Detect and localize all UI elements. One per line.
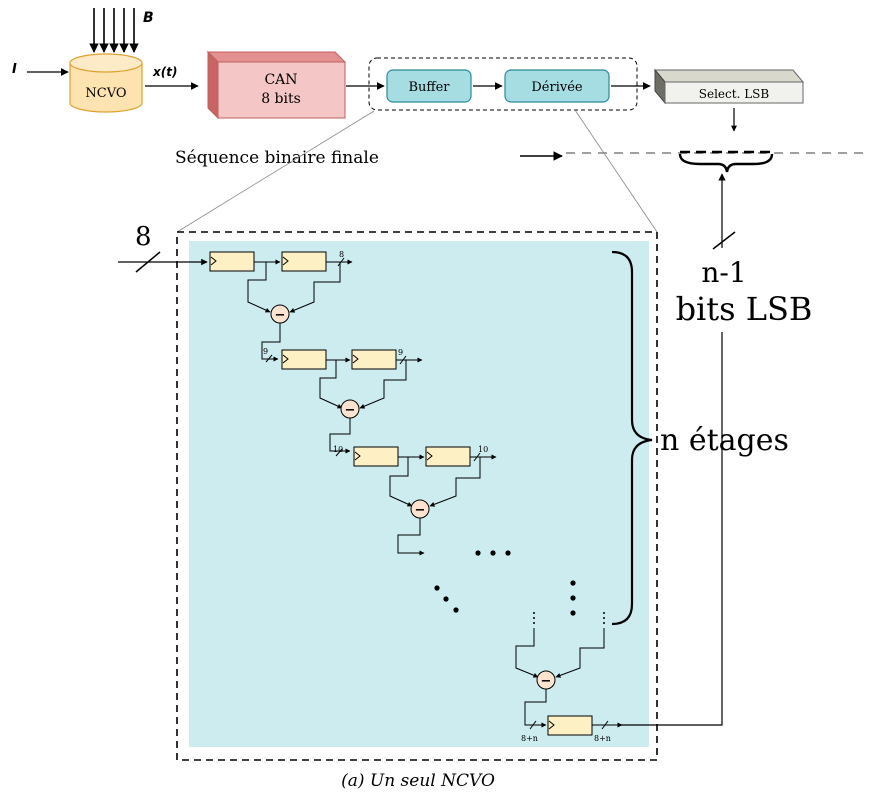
sequence-label: Séquence binaire finale	[175, 148, 379, 168]
label-xt: x(t)	[152, 65, 177, 79]
stages-label: n étages	[660, 423, 789, 458]
stage-3	[335, 446, 497, 556]
can-label-line1: CAN	[264, 72, 297, 88]
final-minus: −	[541, 674, 552, 689]
can-label-line2: 8 bits	[261, 91, 301, 107]
stage3-out-width: 10	[478, 445, 488, 454]
final-out-width: 8+n	[594, 734, 611, 743]
select-lsb-label: Select. LSB	[699, 87, 770, 101]
zoom-line-left	[176, 110, 375, 233]
lsb-output-line	[620, 332, 723, 726]
label-b: B	[143, 10, 154, 26]
stage1-out-width: 8	[339, 250, 344, 259]
detail-frame	[176, 231, 658, 761]
continuation-dots	[434, 550, 605, 624]
zoom-line-right	[574, 109, 658, 233]
buffer-label: Buffer	[408, 80, 450, 95]
processing-group-frame	[368, 57, 638, 111]
input-bus-slash	[135, 251, 161, 273]
lsb-width-label: n-1	[701, 256, 746, 289]
label-i: I	[12, 62, 17, 77]
stage-1	[209, 251, 353, 362]
stage1-minus: −	[275, 308, 286, 323]
final-stage	[515, 628, 623, 736]
noise-arrows	[89, 8, 139, 53]
derivee-label: Dérivée	[531, 80, 583, 95]
sequence-brace	[678, 153, 774, 173]
lsb-bus-slash	[712, 231, 736, 250]
stage3-minus: −	[415, 503, 426, 518]
stage2-in-width: 9	[263, 347, 268, 356]
lsb-bits-label: bits LSB	[676, 290, 813, 328]
buffer-block: Buffer	[386, 69, 472, 103]
input-bits-label: 8	[135, 222, 152, 252]
stage2-out-width: 9	[398, 348, 403, 357]
stage3-in-width: 10	[333, 445, 343, 454]
derivee-block: Dérivée	[504, 69, 610, 103]
final-in-width: 8+n	[521, 734, 538, 743]
can-block: CAN 8 bits	[206, 50, 347, 120]
stage-2	[265, 349, 423, 454]
ncvo-block: NCVO	[69, 53, 143, 113]
stages-brace	[611, 250, 653, 626]
ncvo-label: NCVO	[85, 86, 126, 101]
detail-background	[189, 241, 649, 747]
select-lsb-block: Select. LSB	[653, 68, 805, 105]
stage2-minus: −	[345, 403, 356, 418]
figure-caption: (a) Un seul NCVO	[341, 771, 495, 791]
